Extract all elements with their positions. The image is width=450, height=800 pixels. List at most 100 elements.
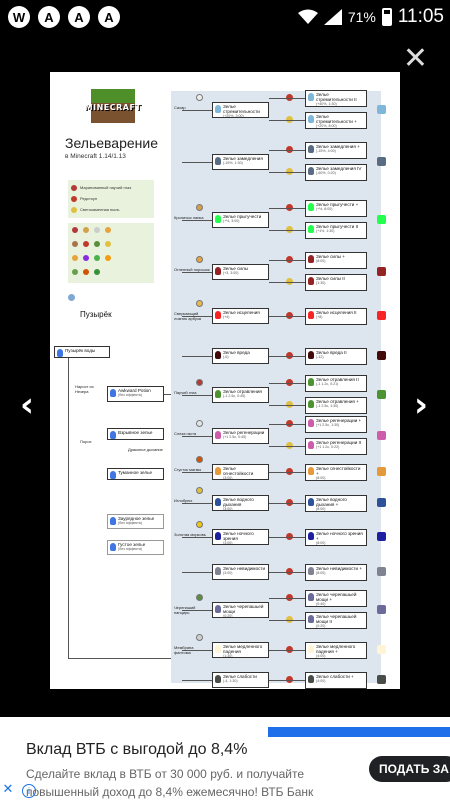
potion-icon xyxy=(215,390,221,398)
potion-name: Зелье вреда xyxy=(223,350,250,355)
close-icon[interactable]: ✕ xyxy=(2,782,14,797)
redstone-icon xyxy=(286,533,293,540)
ingredient-label: Паучий глаз xyxy=(174,390,197,395)
potion-duration: (+½, 8:00) xyxy=(316,207,333,212)
potion-duration: (+½, 3:00) xyxy=(223,219,240,224)
potion-name: Зелье исцеления xyxy=(223,310,260,315)
potion-icon xyxy=(215,675,221,683)
lingering-potion-node: Туманное зелье xyxy=(107,468,164,480)
connector-line xyxy=(269,260,305,261)
potion-name: Зелье замедления xyxy=(223,156,263,161)
potion-icon xyxy=(308,441,314,449)
potion-icon xyxy=(308,498,314,506)
upgraded-potion-node: Зелье водного дыхания +(8:00) xyxy=(305,495,367,512)
potion-name: Зелье прыгучести + xyxy=(316,202,359,207)
connector-line xyxy=(182,610,212,611)
ingredient-icon xyxy=(196,521,203,528)
potion-duration: (0:20) xyxy=(316,624,326,629)
effect-icon xyxy=(377,351,386,360)
potion-node: Зелье черепашьей мощи(0:20) xyxy=(212,602,269,618)
previous-image-button[interactable]: ‹ xyxy=(20,385,35,425)
ingredient-icon xyxy=(196,420,203,427)
potion-duration: (-60%, 0:20) xyxy=(316,171,336,176)
potion-name: Зелье исцеления II xyxy=(316,310,357,315)
ingredient-label: Мембрана фантома xyxy=(174,645,194,655)
clock: 11:05 xyxy=(397,6,444,27)
connector-line xyxy=(269,424,305,425)
potion-duration: (8:00) xyxy=(316,541,326,546)
ingredient-icon xyxy=(196,634,203,641)
effect-icon xyxy=(377,567,386,576)
potion-name: Зелье прыгучести II xyxy=(316,224,359,229)
info-icon[interactable]: i xyxy=(22,784,36,798)
redstone-icon xyxy=(286,420,293,427)
potion-duration: (3:00) xyxy=(223,507,233,511)
ingredient-icon xyxy=(196,379,203,386)
connector-line xyxy=(182,503,212,504)
redstone-icon xyxy=(286,499,293,506)
potion-duration: (+1 2.5с, 1:30) xyxy=(316,423,340,428)
awkward-potion-node: Awkward Potion(без эффекта) xyxy=(107,386,164,402)
ad-apply-button[interactable]: ПОДАТЬ ЗА xyxy=(369,756,450,782)
glowstone-icon xyxy=(286,116,293,123)
ingredient-icon xyxy=(196,594,203,601)
potion-duration: (-4, 1:30) xyxy=(223,679,238,684)
connector-line xyxy=(269,405,305,406)
potion-name: Зелье силы II xyxy=(316,276,345,281)
upgraded-potion-node: Зелье огнестойкости +(8:00) xyxy=(305,464,367,481)
potion-node: Зелье исцеления(+4) xyxy=(212,308,269,324)
glowstone-icon xyxy=(286,168,293,175)
potion-name: Зелье невидимости xyxy=(223,566,266,571)
potion-duration: (+3, 3:00) xyxy=(223,271,239,276)
potion-duration: (+1 2.5с, 0:45) xyxy=(223,435,247,440)
poster-title: Зельеварение xyxy=(65,135,159,151)
connector-line xyxy=(182,472,212,473)
potion-name: Зелье стремительности xyxy=(223,104,260,115)
potion-icon xyxy=(308,675,314,683)
potion-icon xyxy=(215,215,221,223)
close-button[interactable]: ✕ xyxy=(402,41,428,76)
redstone-icon xyxy=(286,594,293,601)
potion-icon xyxy=(308,225,314,233)
potion-icon xyxy=(308,532,314,540)
potion-node: Зелье невидимости(3:00) xyxy=(212,564,269,580)
potion-node: Зелье силы(+3, 3:00) xyxy=(212,264,269,280)
potion-duration: (+20%, 3:00) xyxy=(223,114,244,118)
potion-node: Зелье отравления(-1 2.5с, 0:45) xyxy=(212,387,269,403)
redstone-icon xyxy=(286,94,293,101)
potion-duration: (+40%, 1:30) xyxy=(316,102,337,107)
connector-line xyxy=(182,572,212,573)
signal-icon xyxy=(323,9,342,25)
recipe-icons-box xyxy=(68,223,154,283)
redstone-icon xyxy=(286,256,293,263)
ad-text[interactable]: Сделайте вклад в ВТБ от 30 000 руб. и по… xyxy=(26,767,314,799)
potion-name: Зелье черепашьей мощи II xyxy=(316,614,357,625)
redstone-icon xyxy=(286,312,293,319)
potion-icon xyxy=(308,277,314,285)
redstone-icon xyxy=(286,568,293,575)
ingredient-label: Огненный порошок xyxy=(174,267,210,272)
upgraded-potion-node: Зелье регенерации II(+1 1.2с, 0:22) xyxy=(305,438,367,455)
effect-icon xyxy=(377,311,386,320)
ingredient-label: Иглобрюх xyxy=(174,498,193,503)
redstone-icon xyxy=(286,676,293,683)
notification-a-icon: A xyxy=(68,6,90,28)
potion-duration: (4:00) xyxy=(316,679,326,684)
potion-chart-image[interactable]: MINECRAFT Зельеварение в Minecraft 1.14/… xyxy=(50,72,400,689)
potion-duration: (0:20) xyxy=(223,614,233,618)
next-image-button[interactable]: › xyxy=(413,385,428,425)
potion-name: Зелье прыгучести xyxy=(223,214,262,219)
potion-icon xyxy=(308,255,314,263)
effect-icon xyxy=(377,105,386,114)
notification-a-icon: A xyxy=(98,6,120,28)
legend-item: Светокаменная пыль xyxy=(71,204,151,215)
potion-node: Зелье ночного зрения(3:00) xyxy=(212,529,269,545)
ad-title[interactable]: Вклад ВТБ с выгодой до 8,4% xyxy=(26,741,248,758)
redstone-icon xyxy=(286,352,293,359)
effect-icon xyxy=(377,267,386,276)
connector-line xyxy=(68,358,69,658)
potion-icon xyxy=(308,311,314,319)
potion-name: Зелье регенерации xyxy=(223,430,265,435)
potion-icon xyxy=(215,605,221,613)
upgraded-potion-node: Зелье черепашьей мощи +(0:40) xyxy=(305,590,367,607)
